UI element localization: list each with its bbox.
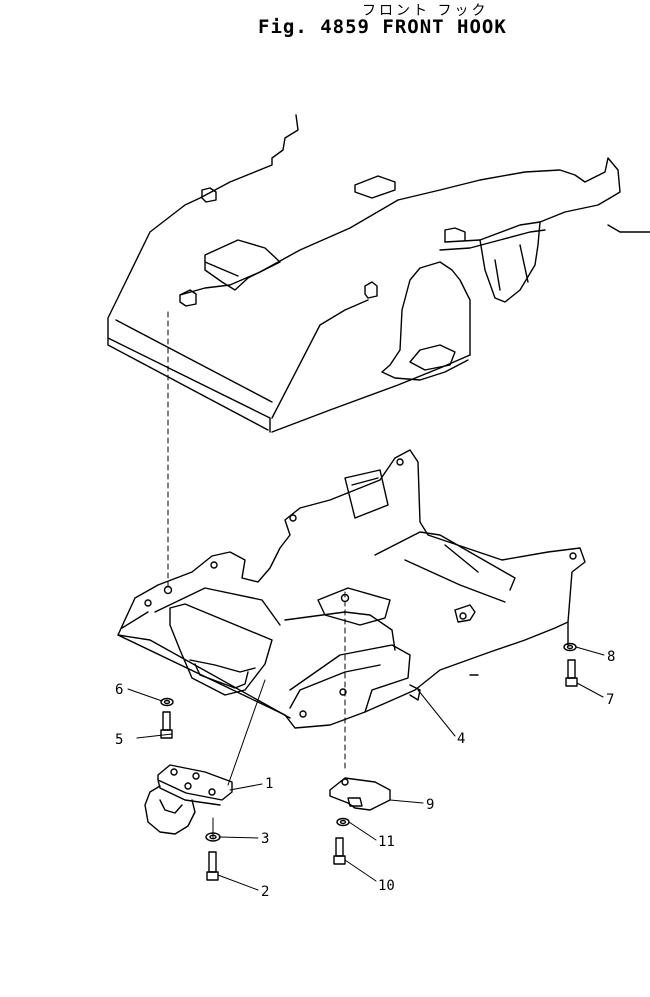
alignment-lines: [167, 311, 346, 773]
washer-8: [563, 642, 577, 652]
title-english: Fig. 4859 FRONT HOOK: [258, 16, 507, 38]
front-hook: [144, 764, 233, 835]
callout-leaders: [127, 646, 605, 891]
callout-7: 7: [606, 692, 614, 708]
callout-11: 11: [378, 834, 395, 850]
callout-5: 5: [115, 732, 123, 748]
bolt-2: [206, 851, 219, 881]
callout-8: 8: [607, 649, 615, 665]
title-japanese: フロント フック: [362, 3, 489, 19]
callout-2: 2: [261, 884, 269, 900]
callout-numbers: 1 2 3 4 5 6 7 8 9 10 11: [115, 649, 615, 900]
cover-plate: [329, 777, 391, 811]
callout-10: 10: [378, 878, 395, 894]
callout-4: 4: [457, 731, 465, 747]
washer-11: [336, 817, 350, 827]
upper-frame: [107, 114, 650, 433]
washer-6: [160, 697, 174, 707]
callout-9: 9: [426, 797, 434, 813]
callout-3: 3: [261, 831, 269, 847]
callout-1: 1: [265, 776, 273, 792]
callout-6: 6: [115, 682, 123, 698]
lower-guard-plate: [117, 449, 586, 729]
bolt-10: [333, 837, 346, 865]
bolt-7: [565, 659, 578, 687]
